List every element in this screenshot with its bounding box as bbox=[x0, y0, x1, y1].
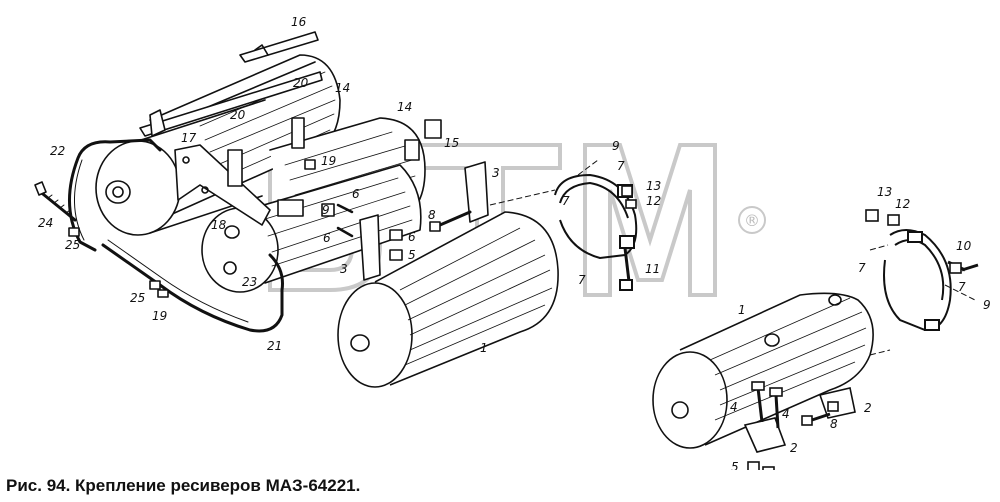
callout-14a: 14 bbox=[335, 81, 350, 95]
callout-5b: 5 bbox=[731, 460, 739, 470]
strap-7-right bbox=[883, 229, 966, 332]
strap-21 bbox=[101, 243, 284, 333]
callout-18: 18 bbox=[211, 218, 227, 232]
callout-12a: 12 bbox=[646, 194, 661, 208]
callout-12b: 12 bbox=[895, 197, 910, 211]
receiver-right bbox=[652, 292, 874, 449]
callout-11: 11 bbox=[645, 262, 660, 276]
callout-25b: 25 bbox=[130, 291, 145, 305]
callout-10: 10 bbox=[956, 239, 972, 253]
callout-22: 22 bbox=[50, 144, 65, 158]
callout-7c: 7 bbox=[562, 194, 570, 208]
callout-5a: 5 bbox=[408, 248, 416, 262]
registered-mark: ® bbox=[744, 211, 760, 230]
callout-25a: 25 bbox=[65, 238, 80, 252]
callout-20b: 20 bbox=[230, 108, 246, 122]
nut-19-lower bbox=[157, 289, 169, 298]
strap-22 bbox=[68, 138, 162, 252]
bolt-10-nut-12-13 bbox=[621, 185, 979, 274]
callout-9a: 9 bbox=[322, 203, 330, 217]
callout-20a: 20 bbox=[293, 76, 309, 90]
alignment-lines bbox=[489, 159, 976, 356]
callout-21: 21 bbox=[267, 339, 282, 353]
callout-8a: 8 bbox=[428, 208, 436, 222]
lower-brackets-2 bbox=[743, 381, 856, 470]
callout-9c: 9 bbox=[983, 298, 991, 312]
bolt-24 bbox=[34, 181, 77, 222]
callout-15: 15 bbox=[444, 136, 459, 150]
clamp-20-left bbox=[227, 149, 243, 187]
callout-23: 23 bbox=[242, 275, 257, 289]
receiver-lower-left bbox=[201, 164, 422, 293]
callout-1b: 1 bbox=[738, 303, 746, 317]
bracket-bar-16 bbox=[139, 31, 323, 137]
bracket-15 bbox=[404, 139, 420, 161]
callout-7e: 7 bbox=[958, 280, 966, 294]
callout-14b: 14 bbox=[397, 100, 412, 114]
callout-7b: 7 bbox=[617, 159, 625, 173]
callout-13a: 13 bbox=[646, 179, 661, 193]
nut-25-lower bbox=[149, 280, 161, 290]
nut-19-upper bbox=[304, 159, 316, 170]
callout-7d: 7 bbox=[858, 261, 866, 275]
callout-labels: 16 14 20 20 17 14 15 22 19 24 25 18 23 2… bbox=[38, 15, 991, 470]
callout-6c: 6 bbox=[408, 230, 416, 244]
callout-1a: 1 bbox=[480, 341, 488, 355]
callout-9b: 9 bbox=[612, 139, 620, 153]
receiver-center bbox=[337, 211, 559, 388]
callout-24: 24 bbox=[38, 216, 53, 230]
left-assembly bbox=[34, 31, 489, 333]
frame-bracket-17 bbox=[174, 144, 271, 226]
callout-4b: 4 bbox=[782, 407, 790, 421]
bolt-8-upper bbox=[438, 210, 472, 227]
callout-2a: 2 bbox=[864, 401, 872, 415]
callout-13b: 13 bbox=[877, 185, 892, 199]
callout-19a: 19 bbox=[321, 154, 336, 168]
callout-17: 17 bbox=[181, 131, 197, 145]
callout-4a: 4 bbox=[730, 400, 738, 414]
callout-6b: 6 bbox=[323, 231, 331, 245]
nut-25-upper bbox=[68, 227, 80, 237]
callout-16a: 16 bbox=[291, 15, 307, 29]
callout-3b: 3 bbox=[492, 166, 500, 180]
callout-19b: 19 bbox=[152, 309, 167, 323]
figure-caption: Рис. 94. Крепление ресиверов МАЗ-64221. bbox=[6, 476, 361, 495]
bracket-3 bbox=[359, 161, 489, 281]
clamp-20-right bbox=[291, 117, 305, 149]
callout-2b: 2 bbox=[790, 441, 798, 455]
bracket-hardware-6-9 bbox=[277, 199, 403, 261]
callout-6a: 6 bbox=[352, 187, 360, 201]
callout-7a: 7 bbox=[578, 273, 586, 287]
callout-3a: 3 bbox=[340, 262, 348, 276]
receiver-mounting-drawing: ® bbox=[34, 15, 991, 470]
callout-8b: 8 bbox=[830, 417, 838, 431]
